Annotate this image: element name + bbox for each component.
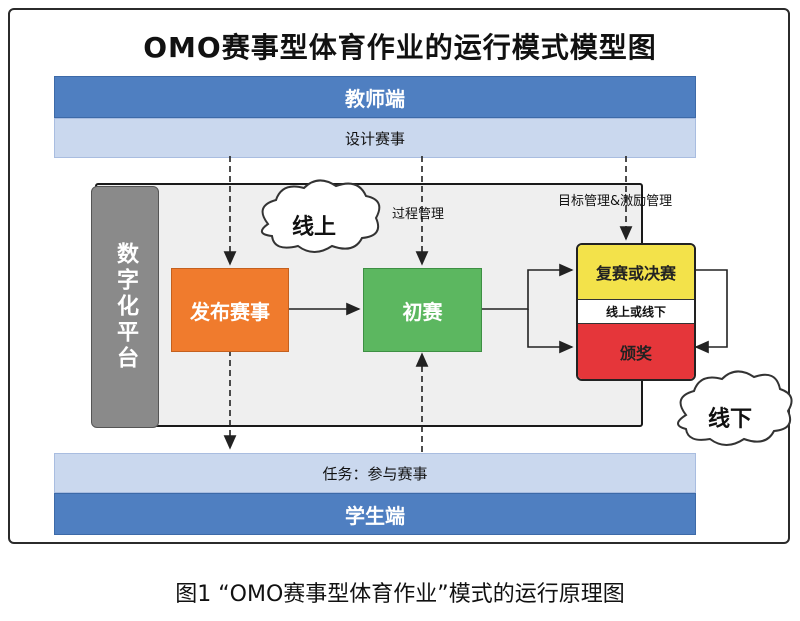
initial-to-final-arrow [480,263,574,310]
offline-cloud-shape [677,370,793,446]
online-cloud-label: 线上 [292,215,337,240]
student-band: 学生端 [54,493,696,535]
final-to-award-arrow [692,269,728,354]
initial-to-award-arrow [527,309,574,354]
teacher-band: 教师端 [54,76,696,118]
offline-cloud-label: 线下 [708,407,753,432]
design-band: 设计赛事 [54,118,696,158]
figure-caption: 图1 “OMO赛事型体育作业”模式的运行原理图 [175,582,625,607]
online-offline-box: 线上或线下 [578,300,694,324]
award-box: 颁奖 [578,324,694,379]
digital-platform-label: 数字化平台 [113,242,138,372]
digital-platform-bar: 数字化平台 [91,186,159,428]
initial-round-box: 初赛 [363,268,482,352]
goal-management-label: 目标管理&激励管理 [558,194,673,209]
publish-event-box: 发布赛事 [171,268,289,352]
final-round-box: 复赛或决赛 [578,245,694,300]
final-award-stack: 复赛或决赛 线上或线下 颁奖 [576,243,696,381]
process-management-label: 过程管理 [392,207,445,222]
diagram-title: OMO赛事型体育作业的运行模式模型图 [143,31,657,64]
online-cloud-shape [261,179,381,253]
task-band: 任务：参与赛事 [54,453,696,493]
